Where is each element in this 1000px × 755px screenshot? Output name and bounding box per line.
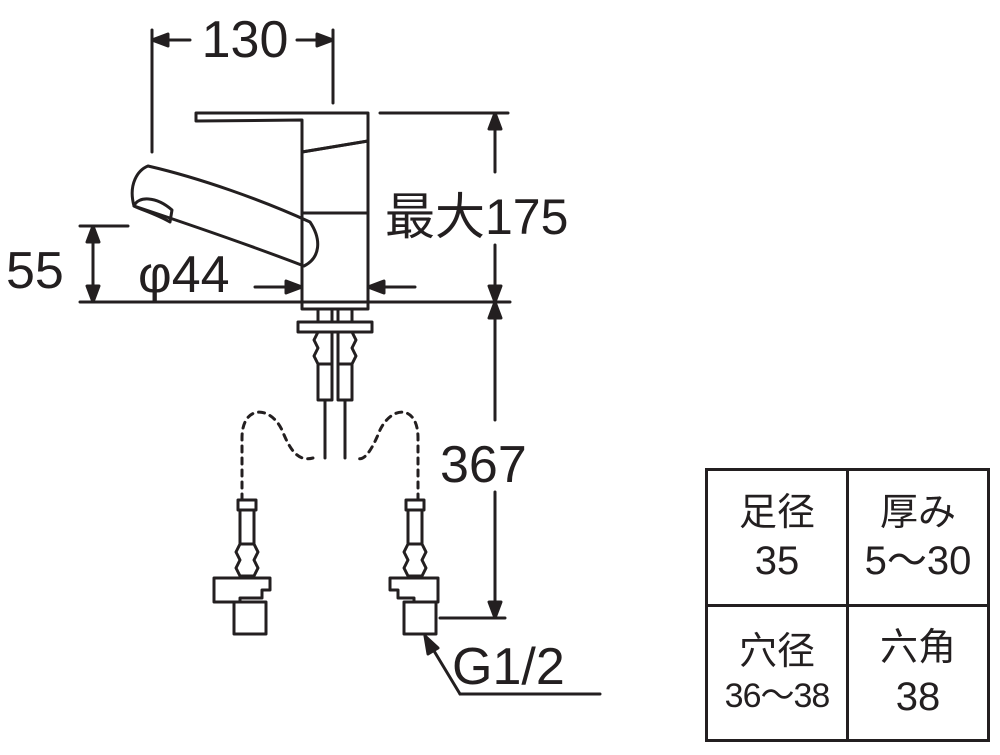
- spec-label: 厚み: [879, 489, 956, 534]
- max-height-label: 最大175: [385, 189, 568, 245]
- diameter-dimension: [253, 279, 417, 295]
- spout-outlet: [132, 197, 174, 224]
- hose-length-dimension: [438, 300, 507, 620]
- thread-leader: [423, 634, 602, 696]
- supply-tubes: [323, 398, 347, 460]
- spec-cell-thickness: 厚み 5〜30: [846, 468, 990, 607]
- spout-height-dimension: [78, 224, 130, 304]
- spec-cell-hex: 六角 38: [846, 603, 990, 742]
- spec-value: 35: [754, 539, 800, 583]
- spout: [130, 164, 320, 268]
- width-dimension: [150, 28, 335, 154]
- spec-label: 足径: [738, 489, 815, 534]
- spec-value: 36〜38: [724, 677, 831, 716]
- spec-label: 穴径: [738, 628, 815, 673]
- hose-length-label: 367: [440, 436, 527, 494]
- left-hose: [212, 410, 315, 636]
- max-height-dimension: [378, 111, 510, 304]
- right-hose: [355, 410, 440, 636]
- spec-value: 5〜30: [864, 539, 972, 583]
- spout-height-label: 55: [6, 242, 64, 300]
- spec-table: 足径 35 厚み 5〜30 穴径 36〜38 六角 38: [705, 468, 990, 742]
- width-label: 130: [202, 11, 289, 69]
- thread-label: G1/2: [452, 638, 565, 696]
- diameter-label: φ44: [138, 246, 230, 304]
- spec-value: 38: [895, 674, 941, 719]
- mounting-shank: [296, 307, 374, 402]
- faucet-body: [300, 139, 370, 304]
- spec-label: 六角: [879, 625, 956, 669]
- spec-cell-hole-diameter: 穴径 36〜38: [705, 603, 849, 742]
- spec-cell-foot-diameter: 足径 35: [705, 468, 849, 607]
